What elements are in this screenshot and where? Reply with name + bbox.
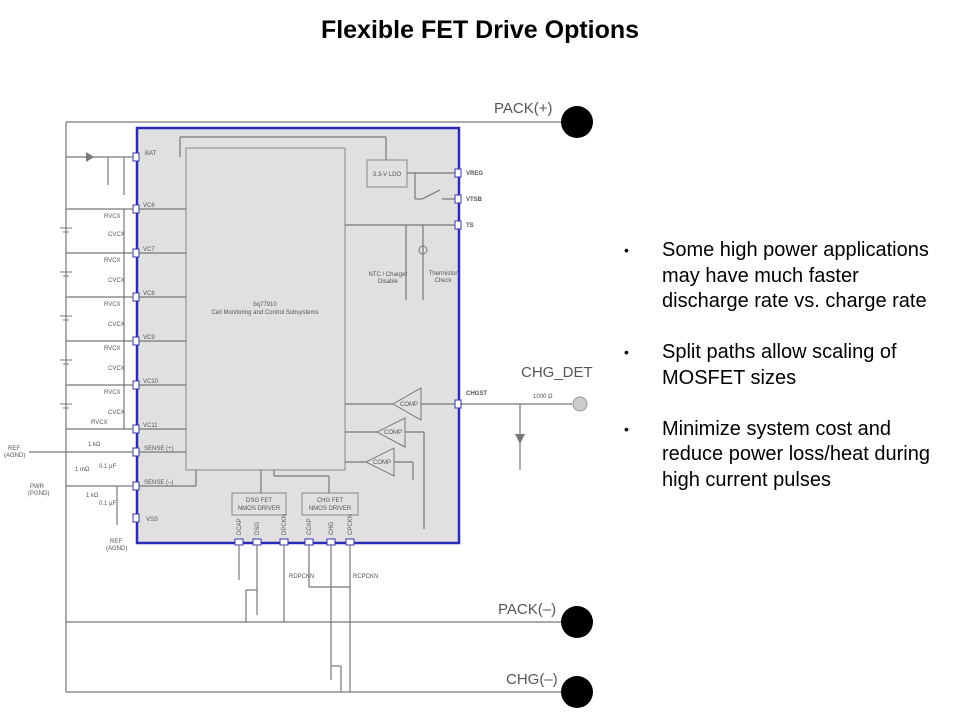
wires <box>65 121 575 693</box>
ref-label: REF <box>8 446 20 452</box>
pin-vss: VSS <box>146 517 158 523</box>
pin-vc8: VC8 <box>143 291 155 297</box>
bullet-item: • Minimize system cost and reduce power l… <box>622 417 942 494</box>
rvcx-label-3: RVCX <box>104 302 121 308</box>
pin-vc11: VC11 <box>143 423 158 429</box>
pin-chgst: CHGST <box>466 391 487 397</box>
ldo-block <box>366 159 408 188</box>
comparators: COMP COMP COMP <box>345 387 455 529</box>
rvcx-label-5: RVCX <box>104 390 121 396</box>
bullet-item: • Some high power applications may have m… <box>622 238 942 315</box>
pin-chg: CHG <box>329 521 335 535</box>
r-1000-label: 1000 Ω <box>533 394 553 400</box>
pin-cpckn: CPCKN <box>348 514 354 535</box>
cell-stack: RVCX RVCX RVCX RVCX RVCX RVCX CVCX CVCX … <box>4 152 133 552</box>
bullet-list: • Some high power applications may have m… <box>622 238 942 519</box>
cvcx-label-1: CVCX <box>108 232 125 238</box>
pack-plus-label: PACK(+) <box>494 100 552 117</box>
pin-ccap: CCAP <box>307 518 313 535</box>
dsg-driver-label-1: DSG FET <box>246 498 272 504</box>
pack-minus-label: PACK(–) <box>498 601 556 618</box>
r-dpckn-label: RDPCKN <box>289 574 314 580</box>
r-1m-label: 1 mΩ <box>75 467 90 473</box>
comp-label-2: COMP <box>384 430 402 436</box>
comp-label-3: COMP <box>373 460 391 466</box>
pack-plus-terminal <box>561 106 593 138</box>
slide-title: Flexible FET Drive Options <box>320 16 640 44</box>
pin-vc10: VC10 <box>143 379 159 385</box>
pin-vreg: VREG <box>466 171 483 177</box>
chg-driver-label-1: CHG FET <box>317 498 344 504</box>
bullet-icon: • <box>624 344 629 360</box>
chg-det-terminal <box>572 396 588 412</box>
therm-label-2: Check <box>434 278 452 284</box>
cvcx-label-3: CVCX <box>108 322 125 328</box>
cvcx-label-2: CVCX <box>108 278 125 284</box>
right-pins: VREG VTSB TS CHGST 1000 Ω <box>454 168 553 444</box>
chg-driver <box>301 492 359 516</box>
pin-dsg: DSG <box>255 522 261 535</box>
pin-sense-plus: SENSE (+) <box>144 446 174 452</box>
core-block <box>185 147 346 471</box>
ntc-label-1: NTC / Charger <box>368 272 407 278</box>
bullet-text: Some high power applications may have mu… <box>662 239 929 312</box>
rvcx-label-4: RVCX <box>104 346 121 352</box>
r-1k-label-1: 1 kΩ <box>88 442 101 448</box>
cvcx-label-5: CVCX <box>108 410 125 416</box>
pin-bat: BAT <box>145 151 157 157</box>
rvcx-label-2: RVCX <box>104 258 121 264</box>
bullet-item: • Split paths allow scaling of MOSFET siz… <box>622 340 942 391</box>
pack-minus-terminal <box>561 606 593 638</box>
chip-name: bq77910 <box>253 302 277 308</box>
pin-vc9: VC9 <box>143 335 155 341</box>
pgnd-label: (PGND) <box>28 491 49 497</box>
ntc-label-2: Disable <box>378 279 399 285</box>
bullet-text: Minimize system cost and reduce power lo… <box>662 417 930 491</box>
rvcx-label-6: RVCX <box>91 420 108 426</box>
agnd-label: (AGND) <box>4 453 25 459</box>
pin-vc7: VC7 <box>143 247 155 253</box>
r-1k-label-2: 1 kΩ <box>86 493 99 499</box>
ldo-label: 3.3-V LDO <box>373 172 402 178</box>
chip-desc: Cell Monitoring and Control Subsystems <box>211 310 318 316</box>
pwr-label: PWR <box>30 484 45 490</box>
chg-driver-label-2: NMOS DRIVER <box>309 506 352 512</box>
cvcx-label-4: CVCX <box>108 366 125 372</box>
c-01-label-2: 0.1 µF <box>99 501 116 507</box>
rvcx-label-1: RVCX <box>104 214 121 220</box>
pin-ts: TS <box>466 223 474 229</box>
bullet-icon: • <box>624 242 629 258</box>
ref-label-2: REF <box>110 539 122 545</box>
c-01-label-1: 0.1 µF <box>99 464 116 470</box>
pin-vtsb: VTSB <box>466 197 483 203</box>
dsg-driver-label-2: NMOS DRIVER <box>238 506 281 512</box>
comp-label-1: COMP <box>400 402 418 408</box>
therm-label-1: Thermistor <box>429 271 458 277</box>
dsg-driver <box>231 492 287 516</box>
bottom-pins: DCAP DSG DPCKN CCAP CHG CPCKN RDPCKN RCP… <box>234 514 378 692</box>
pin-vc6: VC6 <box>143 203 155 209</box>
chg-minus-label: CHG(–) <box>506 671 558 688</box>
pin-dcap: DCAP <box>237 518 243 535</box>
bullet-icon: • <box>624 420 629 437</box>
r-cpckn-label: RCPCKN <box>353 574 378 580</box>
chg-minus-terminal <box>561 676 593 708</box>
pin-dpckn: DPCKN <box>282 514 288 535</box>
bullet-text: Split paths allow scaling of MOSFET size… <box>662 341 897 389</box>
agnd-label-2: (AGND) <box>106 546 127 552</box>
chg-det-label: CHG_DET <box>521 364 593 381</box>
pin-sense-minus: SENSE (–) <box>144 480 173 486</box>
